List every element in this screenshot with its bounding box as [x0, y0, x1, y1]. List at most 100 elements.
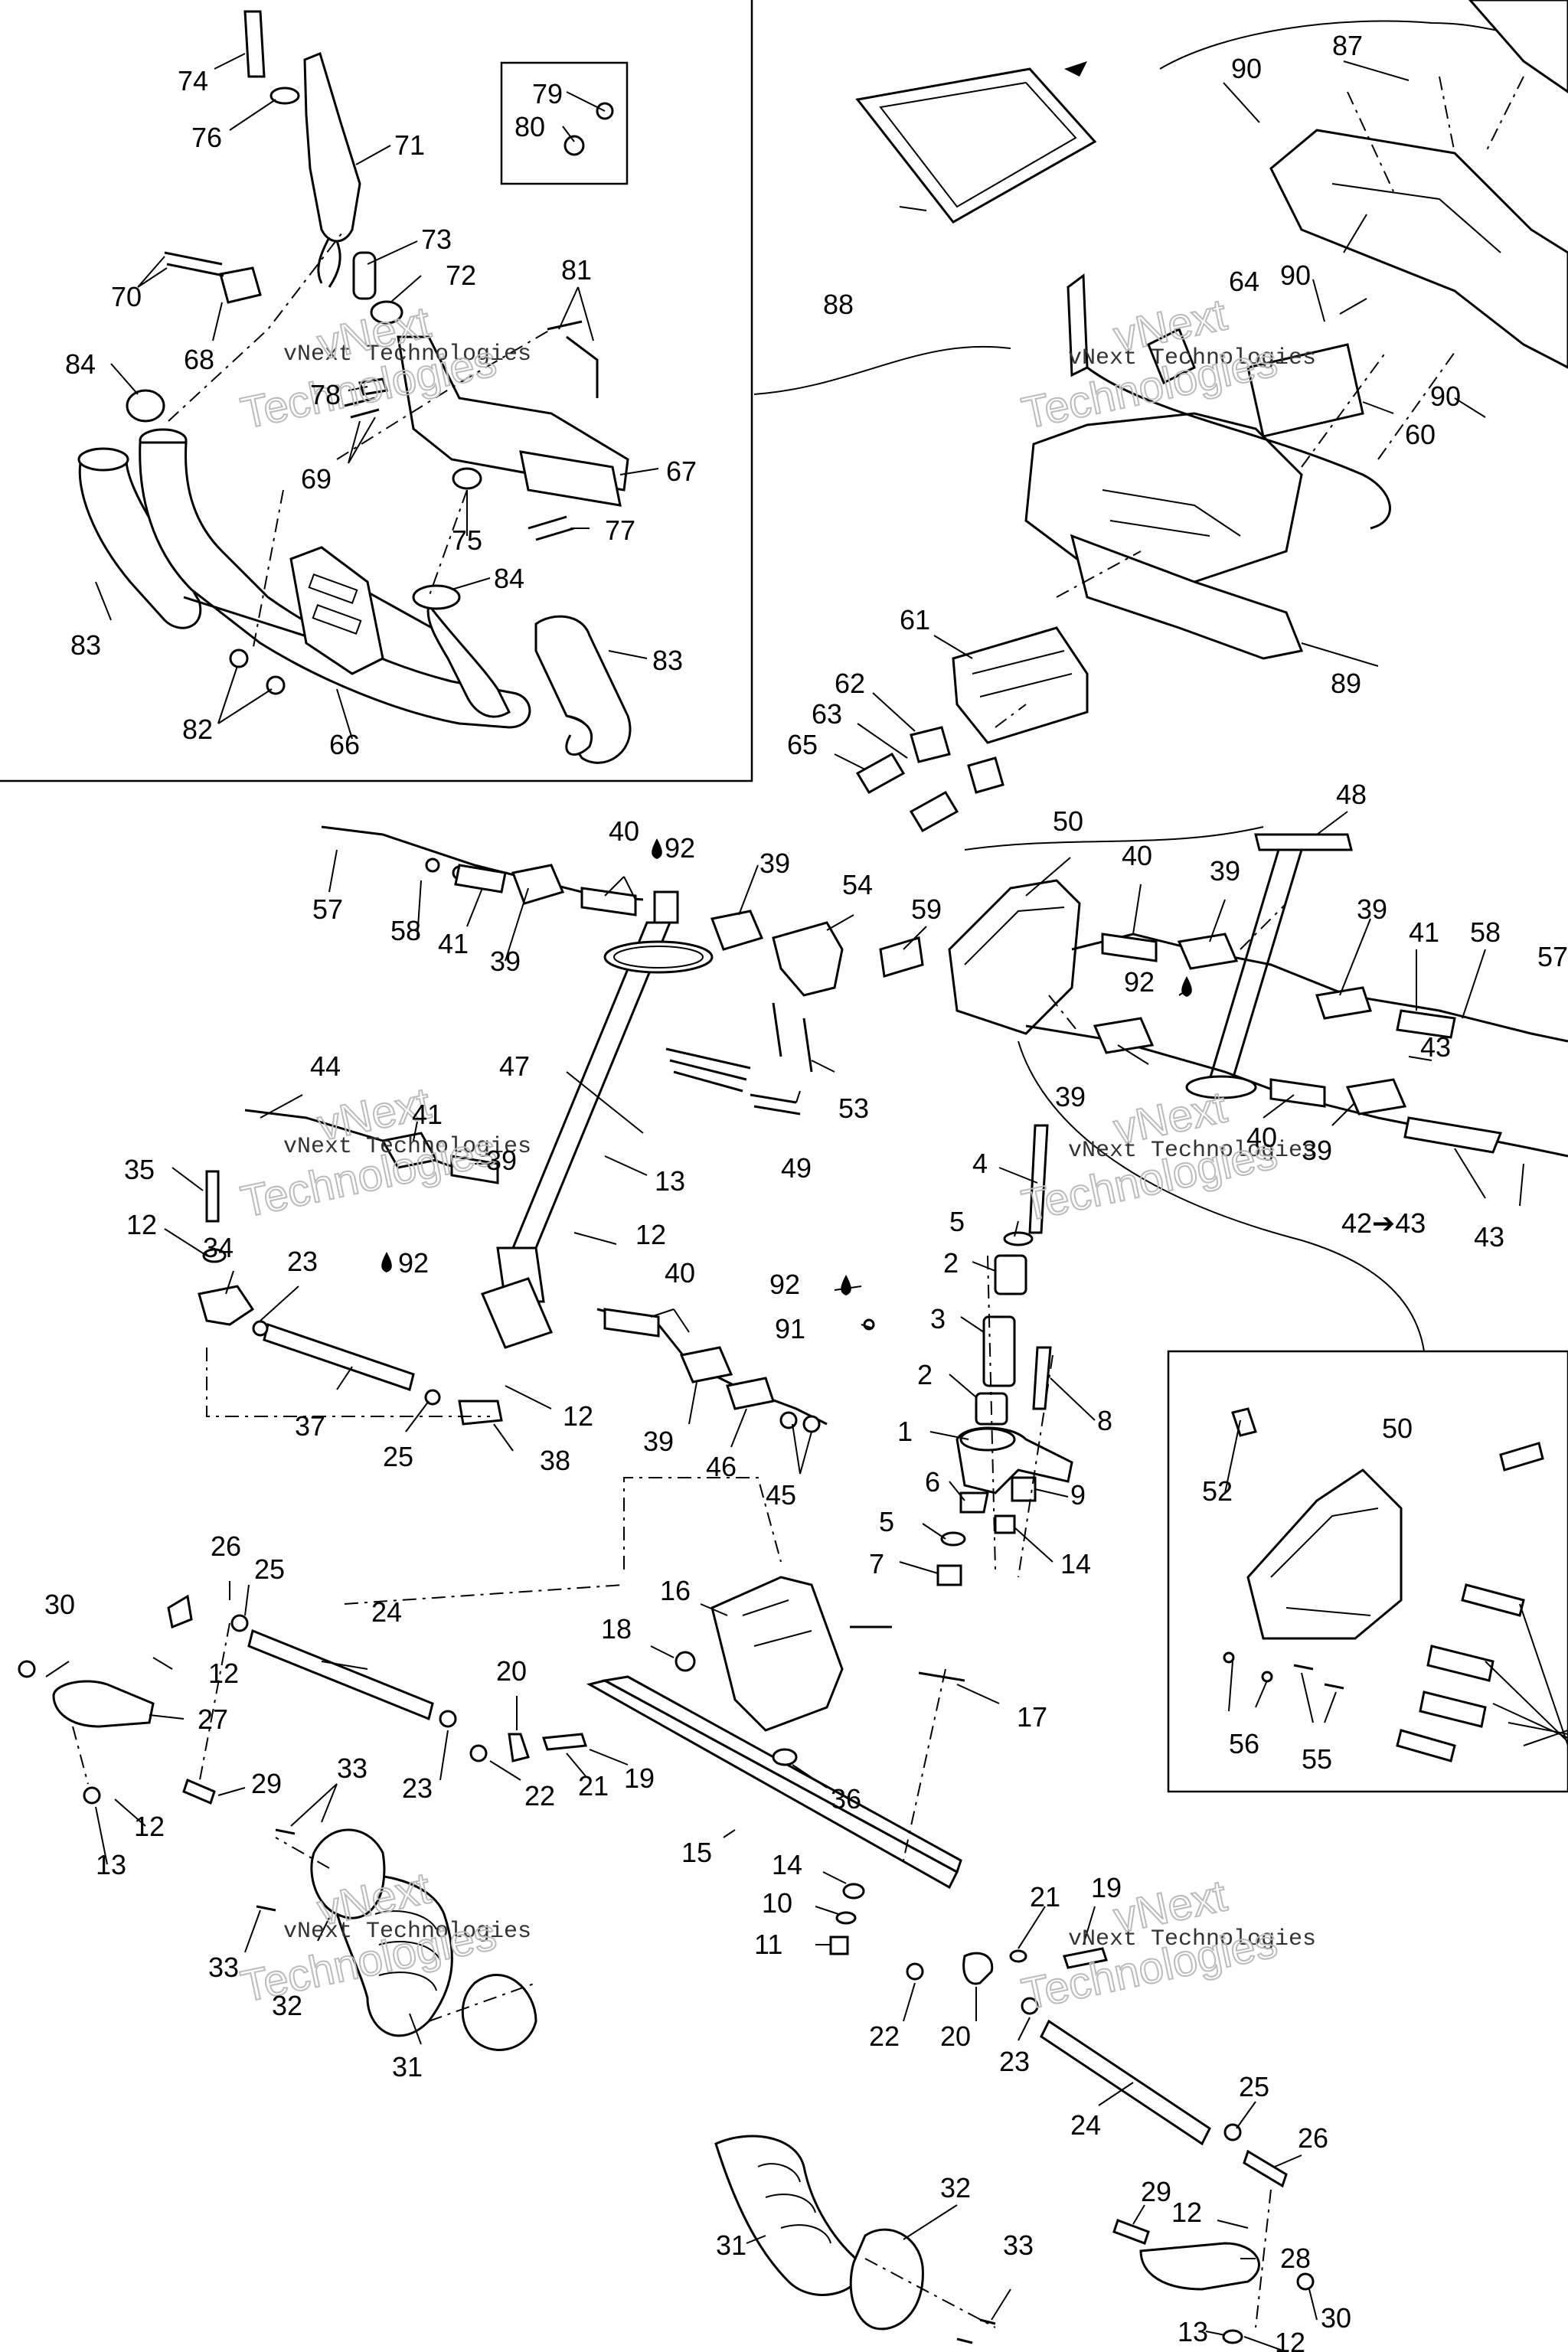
callout-label: 83 [652, 645, 683, 676]
switch-68 [219, 266, 262, 304]
callout-label: 24 [1070, 2109, 1101, 2141]
shims-49a [665, 1047, 751, 1093]
callout-label: 23 [999, 2046, 1030, 2077]
callout-label: 50 [1382, 1413, 1413, 1444]
rod-end-34 [198, 1285, 255, 1326]
nut-7 [936, 1564, 962, 1586]
washer-5-lower [940, 1531, 966, 1547]
callout-label: 43 [1474, 1221, 1504, 1253]
callout-label: 12 [1275, 2327, 1305, 2352]
cover-87-detail [1331, 183, 1501, 253]
watermark-text: vNext Technologies [283, 341, 531, 368]
callout-label: 25 [1239, 2071, 1269, 2102]
callout-label: 78 [310, 379, 341, 410]
callout-label: 12 [563, 1400, 593, 1432]
bushing-73 [352, 251, 377, 300]
boot-31-right [714, 2135, 867, 2296]
callout-label: 82 [182, 714, 213, 745]
callout-label: 35 [124, 1154, 155, 1185]
callout-label: 57 [1537, 941, 1568, 972]
bracket-50-detail [1246, 1468, 1403, 1640]
bolt-inset-top [1499, 1442, 1544, 1472]
console-89-lower [1070, 534, 1304, 660]
callout-label: 92 [665, 832, 695, 864]
callout-label: 14 [1060, 1548, 1091, 1579]
nut-13-right [1222, 2329, 1243, 2344]
callout-label: 12 [134, 1811, 165, 1842]
watermark-text: vNext Technologies [283, 1134, 531, 1160]
washer-5-upper [1003, 1231, 1034, 1246]
nut-18 [675, 1651, 696, 1672]
callout-label: 15 [681, 1837, 712, 1868]
callout-label: 62 [835, 668, 865, 699]
screws-69 [344, 397, 380, 419]
handlebar-clamp [289, 546, 384, 675]
nut-82a [229, 648, 249, 668]
rod-end-39-mid [710, 910, 764, 951]
console-89-detail [1102, 489, 1241, 537]
callout-label: 65 [787, 729, 818, 760]
link-inset-4 [1396, 1729, 1456, 1762]
screws-33-right [956, 2318, 996, 2344]
steering-arm-27 [52, 1680, 155, 1728]
callout-label: 22 [524, 1780, 555, 1811]
bolt-65b [909, 790, 959, 833]
arm-1-top [959, 1427, 1016, 1452]
crossbar-15-top [601, 1675, 962, 1874]
callout-label: 83 [70, 629, 101, 661]
callout-label: 2 [917, 1359, 933, 1390]
washer-76 [270, 87, 300, 105]
callout-label: 64 [1229, 266, 1259, 297]
link-41-right [1396, 1009, 1456, 1039]
bolt-19-right [1063, 1947, 1108, 1969]
steering-arm-28 [1139, 2242, 1260, 2291]
handlebar-assembly [77, 10, 632, 764]
callout-label: 60 [1405, 419, 1436, 450]
sleeve-40-lowmid [603, 1308, 660, 1338]
bushing-3 [982, 1315, 1016, 1387]
handlebar-cover-assembly [855, 0, 1568, 833]
rod-end-39-midleft [381, 1132, 439, 1169]
callout-label: 4 [972, 1148, 988, 1179]
callout-label: 32 [272, 1990, 302, 2021]
drop-icon [381, 1252, 392, 1272]
callout-label: 9 [1070, 1479, 1086, 1511]
bolt-29-left [182, 1778, 216, 1805]
sleeve-40-upper [580, 887, 637, 916]
console-centerlines [995, 550, 1142, 728]
clamp-32-left [310, 1828, 386, 1919]
callout-label: 12 [208, 1658, 239, 1689]
nut-80 [564, 135, 585, 156]
callout-label: 23 [402, 1772, 433, 1804]
callout-label: 77 [605, 514, 635, 546]
bushing-9 [1011, 1476, 1037, 1502]
callout-label: 29 [251, 1768, 282, 1799]
callout-label: 39 [643, 1426, 674, 1457]
callout-label: 40 [609, 815, 639, 847]
callout-label: 72 [446, 260, 476, 291]
callout-label: 76 [191, 122, 222, 153]
nut-45b [802, 1415, 821, 1433]
bracket-54 [772, 921, 844, 997]
callout-label: 48 [1336, 779, 1367, 810]
callout-label: 20 [940, 2020, 971, 2052]
callout-label: 2 [943, 1247, 959, 1279]
callout-label: 25 [383, 1441, 413, 1472]
link-inset-2 [1426, 1645, 1494, 1682]
callout-label: 32 [940, 2172, 971, 2203]
callout-label: 57 [312, 893, 343, 925]
drop-icon [652, 838, 662, 859]
boot-31-right-ribs [757, 2163, 831, 2244]
washer-10 [835, 1911, 857, 1925]
callout-label: 39 [760, 848, 790, 879]
callout-label: 58 [1470, 916, 1501, 948]
pad-88-inner [879, 81, 1077, 208]
callout-label: 73 [421, 224, 452, 255]
callout-label: 39 [486, 1145, 517, 1176]
nut-56a [1223, 1651, 1235, 1664]
bracket-67 [397, 335, 629, 492]
bracket-59 [879, 936, 924, 978]
callout-label: 19 [1091, 1872, 1122, 1903]
callout-label: 10 [762, 1887, 792, 1919]
callout-label: 40 [1246, 1122, 1277, 1153]
